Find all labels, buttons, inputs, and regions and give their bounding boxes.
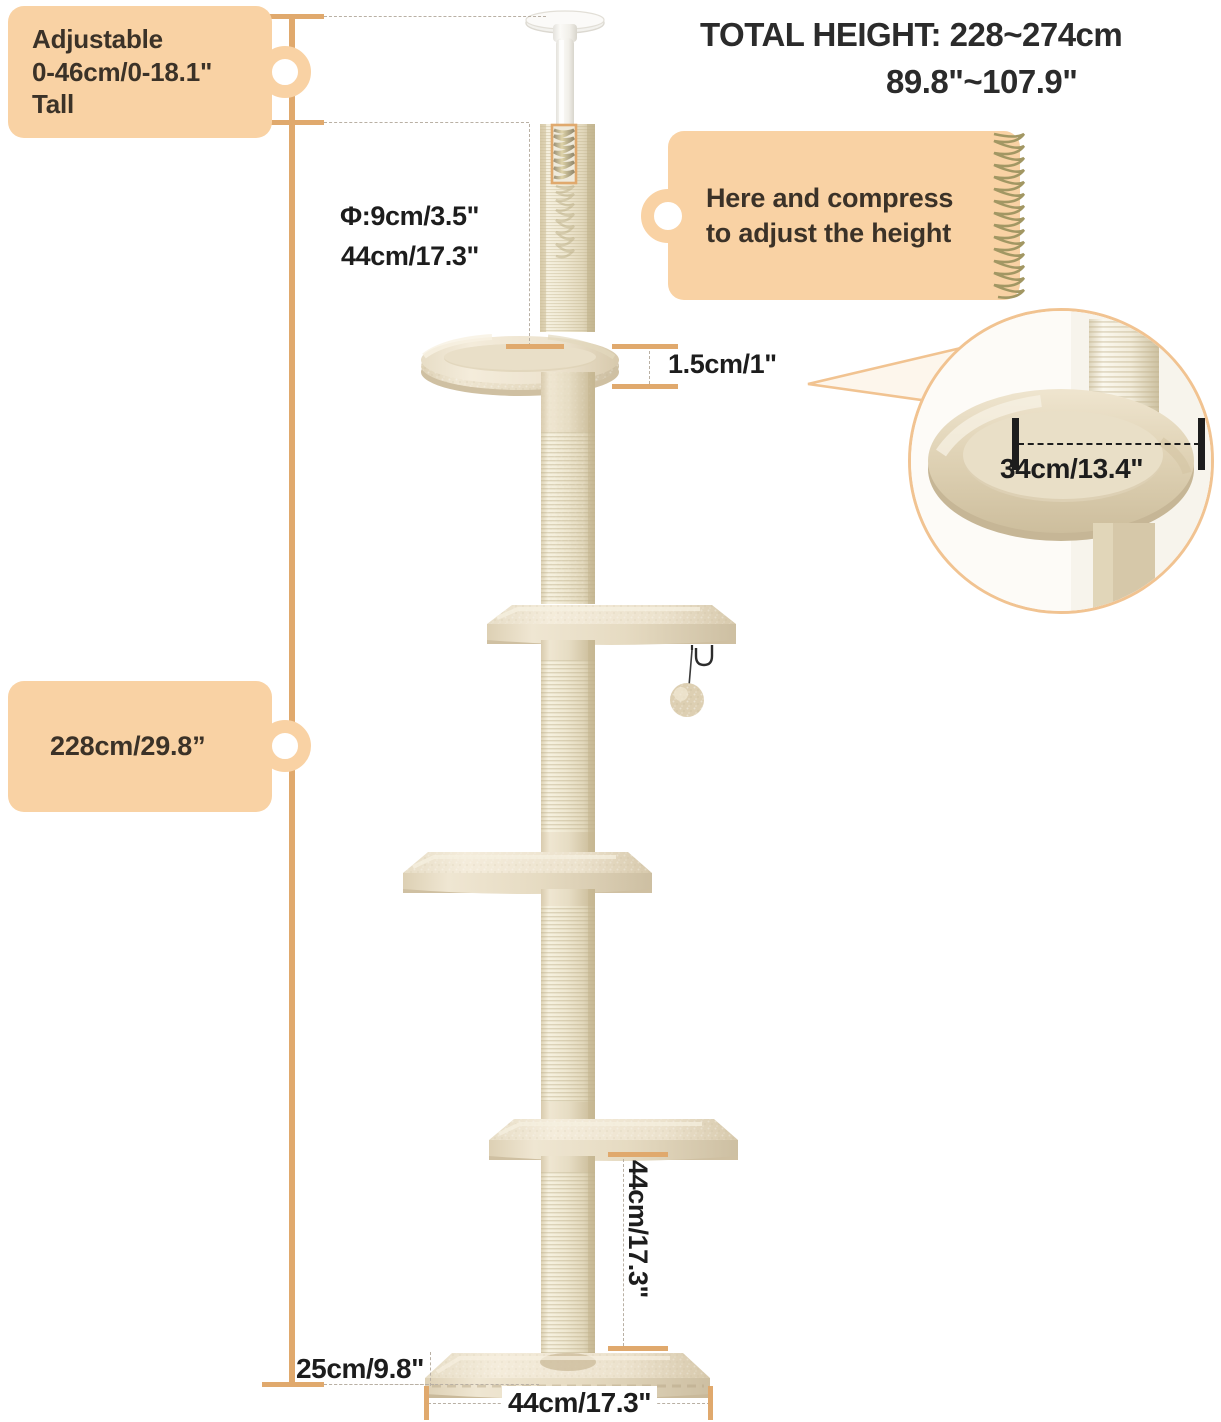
leader-top xyxy=(324,16,546,17)
callout-total-height-text: 228cm/29.8” xyxy=(50,731,206,762)
total-height-line-1: TOTAL HEIGHT: 228~274cm xyxy=(700,16,1123,53)
dangling-ball-toy-icon xyxy=(670,645,714,717)
base-thickness-leader xyxy=(324,1384,539,1385)
post-section-label: 44cm/17.3" xyxy=(341,241,479,271)
total-height-line-2: 89.8"~107.9" xyxy=(886,63,1078,100)
dim-tick-pole-bottom xyxy=(262,120,324,125)
callout-adjustable: Adjustable 0-46cm/0-18.1" Tall xyxy=(8,6,272,138)
thickness-tick-top xyxy=(612,344,678,349)
lower-section-tick-top xyxy=(608,1152,668,1157)
base-width-tick-left xyxy=(424,1386,429,1420)
base-thickness-extent xyxy=(430,1352,431,1386)
spring-coil-decor-icon xyxy=(993,132,1026,299)
post-diameter-label: Φ:9cm/3.5" xyxy=(340,201,480,231)
lower-section-tick-bottom xyxy=(608,1346,668,1351)
spring-coil-icon xyxy=(553,128,576,180)
tag-hole-icon-total-height xyxy=(259,720,311,772)
lower-section-extent-line xyxy=(623,1154,624,1346)
dim-tick-top xyxy=(262,14,324,19)
base-width-tick-right xyxy=(708,1386,713,1420)
bed-diameter-label: 34cm/13.4" xyxy=(1000,453,1144,484)
base-thickness-label: 25cm/9.8" xyxy=(296,1353,424,1384)
lower-post-section-label: 44cm/17.3" xyxy=(623,1160,653,1298)
post-section-extent-line xyxy=(529,124,530,346)
tag-hole-icon-spring xyxy=(641,189,695,243)
callout-total-height: 228cm/29.8” xyxy=(8,681,272,812)
callout-adjustable-text: Adjustable 0-46cm/0-18.1" Tall xyxy=(32,23,213,120)
base-width-label: 44cm/17.3" xyxy=(502,1386,658,1421)
platform-thickness-label: 1.5cm/1" xyxy=(668,349,777,379)
thickness-extent-line xyxy=(649,346,650,384)
post-section-tick-bottom xyxy=(506,344,564,349)
bed-dim-tick-right xyxy=(1198,418,1205,470)
bed-dim-tick-left xyxy=(1012,418,1019,470)
leader-pole-bottom xyxy=(324,122,529,123)
bed-dim-line xyxy=(1018,443,1200,445)
tag-hole-icon-adjustable xyxy=(259,46,311,98)
dim-tick-bottom xyxy=(262,1382,324,1387)
callout-spring-adjust: Here and compress to adjust the height xyxy=(668,131,1020,300)
shelf-platform-3 xyxy=(403,852,652,894)
shelf-platform-2 xyxy=(487,605,736,645)
callout-spring-adjust-text: Here and compress to adjust the height xyxy=(706,183,954,248)
thickness-tick-bottom xyxy=(612,384,678,389)
shelf-platform-4 xyxy=(489,1119,738,1161)
main-height-dimension-line xyxy=(289,16,295,1386)
